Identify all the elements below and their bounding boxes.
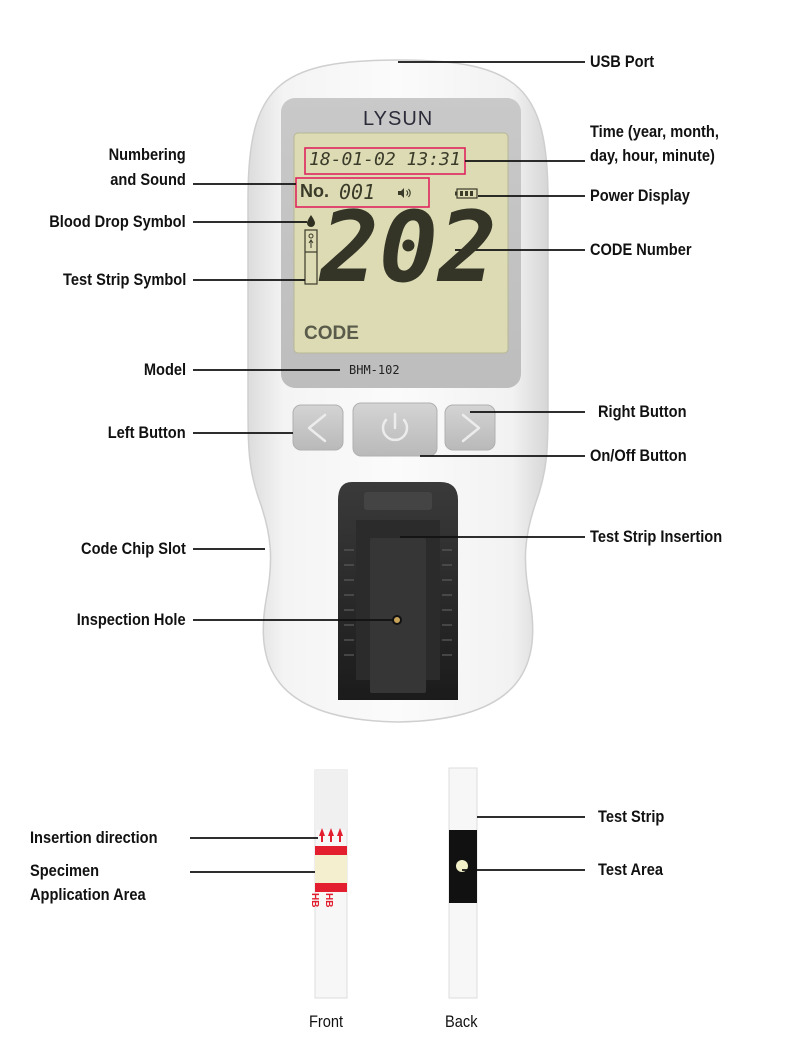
label-time-line2: day, hour, minute) bbox=[590, 146, 715, 165]
label-specimen-line1: Specimen bbox=[30, 861, 100, 880]
label-insertion-direction: Insertion direction bbox=[30, 828, 158, 847]
speaker-icon bbox=[398, 188, 411, 198]
label-inspection-hole: Inspection Hole bbox=[77, 610, 186, 629]
battery-icon bbox=[455, 188, 478, 199]
power-button-shape bbox=[352, 402, 438, 457]
lcd-screen bbox=[293, 132, 509, 354]
right-button-shape bbox=[444, 404, 496, 451]
inspection-hole-dot bbox=[392, 615, 402, 625]
back-test-strip bbox=[448, 767, 478, 999]
label-test-strip-symbol: Test Strip Symbol bbox=[62, 270, 186, 289]
lcd-datetime: 18-01-02 13:31 bbox=[309, 149, 461, 170]
label-numbering-line2: and Sound bbox=[110, 170, 186, 189]
caption-front: Front bbox=[309, 1012, 344, 1031]
label-left-button: Left Button bbox=[108, 423, 186, 442]
label-right-button: Right Button bbox=[598, 402, 687, 421]
lcd-code-number: 202 bbox=[320, 191, 498, 305]
model-text: BHM-102 bbox=[349, 363, 400, 377]
strip-slot bbox=[338, 482, 458, 700]
label-onoff-button: On/Off Button bbox=[590, 446, 687, 465]
blood-drop-icon bbox=[307, 215, 315, 227]
lcd-code-label: CODE bbox=[304, 323, 359, 344]
label-numbering-line1: Numbering bbox=[108, 145, 186, 164]
callout-lines bbox=[190, 61, 585, 873]
label-test-strip: Test Strip bbox=[598, 807, 665, 826]
caption-back: Back bbox=[445, 1012, 478, 1031]
label-test-area: Test Area bbox=[598, 860, 664, 879]
label-power-display: Power Display bbox=[590, 186, 690, 205]
lcd-number: 001 bbox=[339, 180, 376, 204]
label-model: Model bbox=[143, 360, 186, 379]
test-area-dot bbox=[456, 860, 468, 872]
insertion-arrows bbox=[319, 828, 343, 842]
label-specimen-line2: Application Area bbox=[30, 885, 146, 904]
brand-logo: LYSUN bbox=[363, 108, 434, 130]
label-code-number: CODE Number bbox=[590, 240, 692, 259]
label-usb-port: USB Port bbox=[590, 52, 655, 71]
number-highlight-box bbox=[295, 177, 430, 208]
label-time-line1: Time (year, month, bbox=[590, 122, 719, 141]
label-code-chip-slot: Code Chip Slot bbox=[81, 539, 186, 558]
label-test-strip-insertion: Test Strip Insertion bbox=[590, 527, 723, 546]
left-button-shape bbox=[292, 404, 344, 451]
label-blood-drop: Blood Drop Symbol bbox=[49, 212, 186, 231]
front-test-strip bbox=[314, 769, 348, 999]
strip-hb-mark-1: HB bbox=[309, 893, 320, 908]
strip-hb-mark-2: HB bbox=[323, 893, 334, 908]
lcd-number-prefix: No. bbox=[300, 181, 329, 201]
test-strip-symbol-icon bbox=[304, 229, 318, 285]
